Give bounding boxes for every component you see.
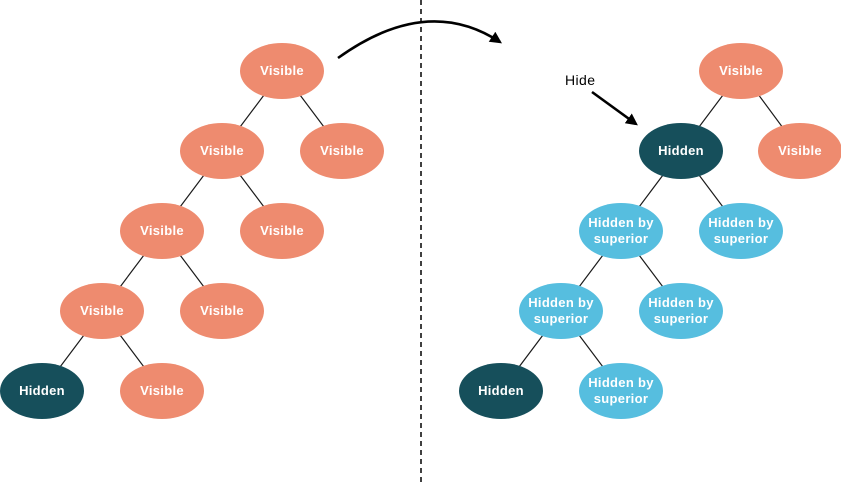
tree-node-visible: Visible bbox=[300, 123, 384, 179]
tree-node-hidden: Hidden bbox=[459, 363, 543, 419]
tree-node-label: Visible bbox=[260, 63, 304, 79]
tree-node-label: Visible bbox=[140, 223, 184, 239]
tree-node-label: Hidden bbox=[658, 143, 704, 159]
tree-node-label: Visible bbox=[260, 223, 304, 239]
tree-node-hidden-by-superior: Hidden by superior bbox=[579, 363, 663, 419]
tree-node-hidden-by-superior: Hidden by superior bbox=[519, 283, 603, 339]
tree-node-label: Hidden bbox=[478, 383, 524, 399]
hide-annotation-label: Hide bbox=[565, 72, 596, 88]
tree-node-hidden: Hidden bbox=[639, 123, 723, 179]
tree-node-label: Visible bbox=[80, 303, 124, 319]
tree-node-label: Hidden by superior bbox=[588, 375, 654, 406]
tree-node-label: Visible bbox=[320, 143, 364, 159]
tree-node-visible: Visible bbox=[240, 43, 324, 99]
tree-node-label: Hidden bbox=[19, 383, 65, 399]
tree-node-label: Visible bbox=[200, 143, 244, 159]
transform-arrow bbox=[337, 20, 502, 60]
tree-node-visible: Visible bbox=[240, 203, 324, 259]
tree-node-hidden-by-superior: Hidden by superior bbox=[579, 203, 663, 259]
tree-node-label: Hidden by superior bbox=[588, 215, 654, 246]
tree-node-visible: Visible bbox=[120, 363, 204, 419]
tree-node-hidden: Hidden bbox=[0, 363, 84, 419]
tree-node-label: Hidden by superior bbox=[708, 215, 774, 246]
tree-node-visible: Visible bbox=[60, 283, 144, 339]
tree-node-label: Visible bbox=[140, 383, 184, 399]
tree-node-label: Hidden by superior bbox=[528, 295, 594, 326]
tree-node-hidden-by-superior: Hidden by superior bbox=[639, 283, 723, 339]
tree-node-visible: Visible bbox=[758, 123, 841, 179]
tree-node-visible: Visible bbox=[180, 283, 264, 339]
tree-node-label: Visible bbox=[200, 303, 244, 319]
tree-node-visible: Visible bbox=[699, 43, 783, 99]
tree-node-label: Hidden by superior bbox=[648, 295, 714, 326]
tree-node-label: Visible bbox=[719, 63, 763, 79]
tree-node-visible: Visible bbox=[120, 203, 204, 259]
tree-node-hidden-by-superior: Hidden by superior bbox=[699, 203, 783, 259]
hide-arrow bbox=[591, 90, 638, 126]
tree-node-visible: Visible bbox=[180, 123, 264, 179]
tree-node-label: Visible bbox=[778, 143, 822, 159]
